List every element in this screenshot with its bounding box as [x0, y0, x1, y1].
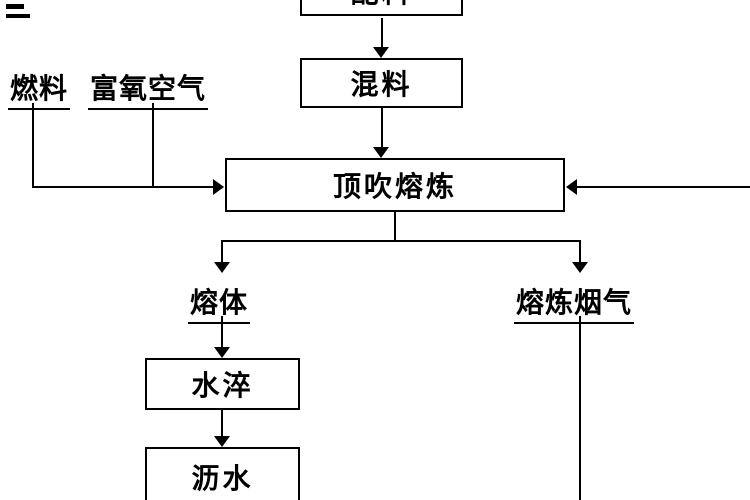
arrowhead-down-icon [214, 436, 230, 447]
arrowhead-down-icon [214, 262, 230, 273]
arrowhead-down-icon [373, 47, 389, 58]
node-mixing-label: 混料 [350, 70, 413, 101]
connector-output-split [221, 240, 581, 242]
connector-melt-quenching [221, 316, 223, 347]
connector-to-flue-gas [579, 240, 581, 263]
connector-mixing-smelting [381, 108, 383, 147]
connector-quenching-draining [221, 410, 223, 437]
connector-to-melt [221, 240, 223, 263]
connector-flue-gas-down [579, 316, 581, 500]
connector-smelting-output [394, 212, 396, 242]
cropped-text-mark [6, 4, 24, 9]
output-label-flue-gas: 熔炼烟气 [514, 281, 635, 324]
cropped-text-mark [6, 14, 30, 18]
node-batching: 配料 [300, 0, 463, 16]
node-mixing: 混料 [300, 58, 463, 108]
node-top-blown-smelting: 顶吹熔炼 [225, 158, 565, 212]
output-label-melt: 熔体 [188, 281, 251, 324]
arrowhead-left-icon [566, 179, 577, 195]
node-draining-label: 沥水 [191, 464, 254, 495]
connector-right-entry [577, 186, 750, 188]
input-label-oxygen-air: 富氧空气 [88, 67, 209, 110]
arrowhead-down-icon [572, 262, 588, 273]
input-label-fuel: 燃料 [8, 67, 71, 110]
node-batching-label: 配料 [350, 0, 412, 11]
node-smelting-label: 顶吹熔炼 [332, 172, 457, 203]
connector-batching-mixing [381, 18, 383, 47]
connector-inputs-horizontal [32, 186, 214, 188]
arrowhead-down-icon [214, 347, 230, 358]
arrowhead-right-icon [213, 179, 224, 195]
arrowhead-down-icon [373, 147, 389, 158]
connector-oxygen-down [152, 103, 154, 187]
connector-fuel-down [32, 103, 34, 187]
node-quenching-label: 水淬 [191, 371, 254, 402]
node-water-quenching: 水淬 [145, 358, 300, 410]
node-draining: 沥水 [145, 447, 300, 500]
